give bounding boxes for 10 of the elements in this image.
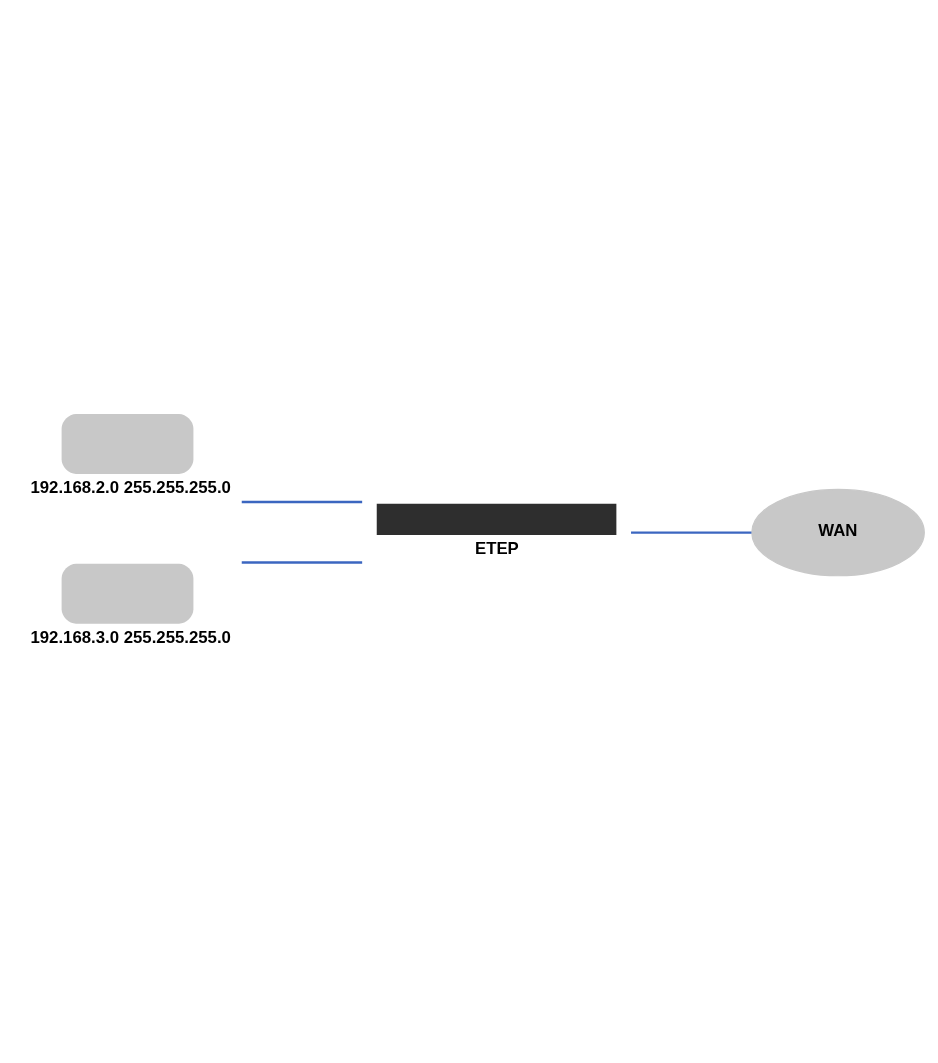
connector: [241, 500, 363, 503]
connector: [631, 530, 752, 534]
node-label: 192.168.2.0 255.255.255.0: [30, 477, 231, 497]
node-label: ETEP: [474, 538, 519, 558]
connector: [241, 560, 363, 564]
node-box: [376, 503, 617, 535]
node-box: [61, 413, 194, 474]
node-label: 192.168.3.0 255.255.255.0: [30, 627, 231, 647]
node-box: [61, 563, 194, 624]
node-ellipse: WAN: [751, 488, 925, 576]
